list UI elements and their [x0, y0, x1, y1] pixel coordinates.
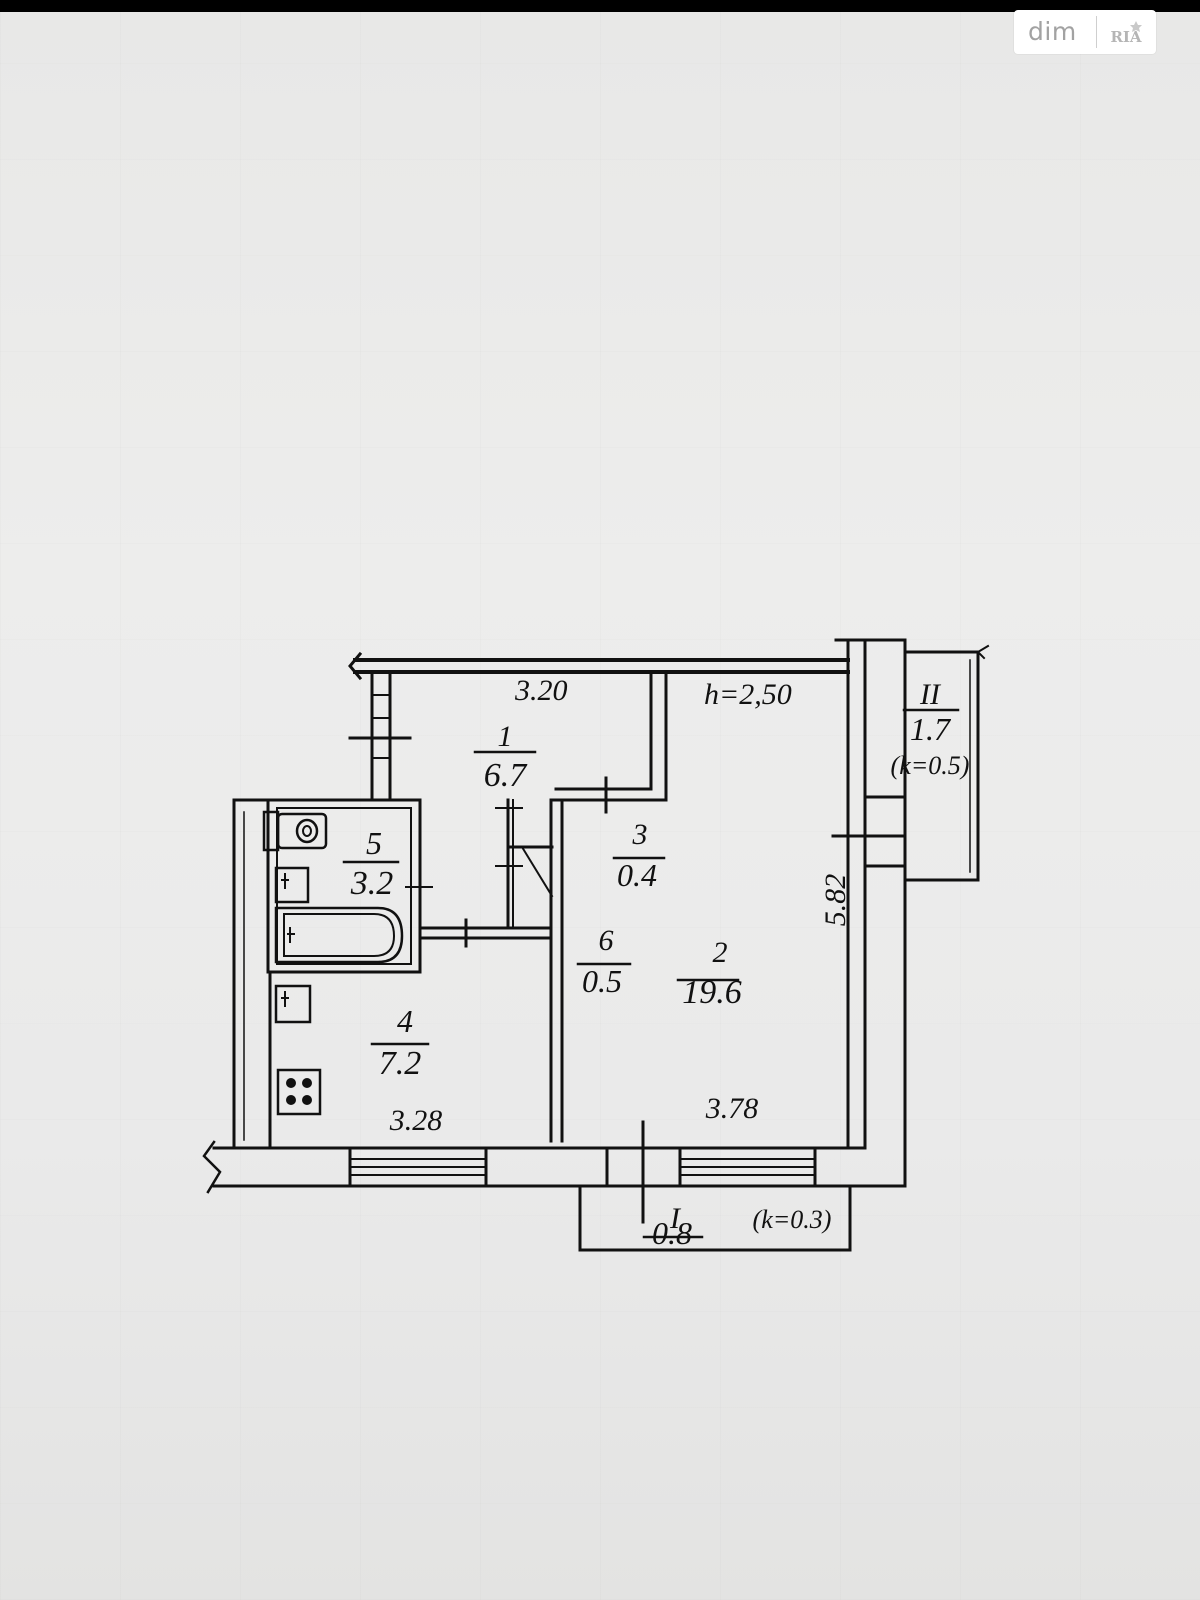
closet-walls: [495, 798, 554, 930]
hall-partition: [550, 670, 668, 814]
right-length-dimension: 5.82: [819, 874, 852, 927]
room-5-area: 3.2: [350, 865, 394, 902]
right-wall: [831, 638, 907, 1188]
room-1-number: 1: [498, 720, 513, 753]
plan-labels: 3.20 h=2,50 1 6.7 3 0.4 5 3.2 6 0.5 2 19…: [350, 674, 970, 1251]
room2-left-partition: [549, 798, 564, 1143]
ria-logo-icon: RIA: [1110, 21, 1142, 45]
top-wall: [348, 651, 850, 681]
balcony-2-coefficient: (k=0.5): [891, 751, 970, 780]
balcony-1-coefficient: (k=0.3): [753, 1205, 832, 1234]
balcony-2-outline: [903, 644, 990, 882]
room-2-area: 19.6: [682, 974, 742, 1011]
bottom-right-dimension: 3.78: [705, 1092, 759, 1125]
watermark-brand: dim: [1028, 17, 1077, 46]
room-3-number: 3: [632, 818, 648, 851]
left-stub-wall: [348, 670, 412, 802]
left-outer-wall: [232, 798, 272, 1150]
bottom-left-dimension: 3.28: [389, 1104, 443, 1137]
balcony-2-area: 1.7: [910, 711, 952, 747]
scanned-document: [0, 12, 1200, 1600]
balcony-1-number: I: [669, 1202, 682, 1235]
room-1-area: 6.7: [484, 757, 529, 794]
balcony-1-area: 0.8: [652, 1215, 692, 1251]
room-3-area: 0.4: [617, 857, 657, 893]
room-4-number: 4: [397, 1003, 413, 1039]
kitchen-sink-icon: [274, 984, 312, 1024]
ceiling-height-label: h=2,50: [704, 678, 792, 711]
sink-icon: [274, 866, 310, 904]
paper-texture: [0, 12, 1200, 1600]
room-2-number: 2: [713, 936, 728, 969]
toilet-icon: [262, 810, 328, 852]
bathroom-kitchen-divider: [418, 918, 553, 948]
fraction-bars: [342, 708, 960, 1239]
bathtub-icon: [274, 906, 404, 964]
room-6-area: 0.5: [582, 963, 622, 999]
bottom-wall: [202, 1120, 907, 1224]
top-status-bar: [0, 0, 1200, 12]
svg-text:RIA: RIA: [1110, 28, 1141, 45]
dim-ria-watermark: dim RIA: [1014, 10, 1156, 54]
room-4-area: 7.2: [379, 1045, 422, 1082]
room-5-number: 5: [366, 825, 382, 861]
stove-icon: [276, 1068, 322, 1116]
balcony-1-outline: [578, 1184, 852, 1252]
balcony-2-number: II: [919, 678, 942, 711]
watermark-divider: [1096, 16, 1097, 48]
room-6-number: 6: [599, 924, 614, 957]
top-width-label: 3.20: [514, 674, 568, 707]
